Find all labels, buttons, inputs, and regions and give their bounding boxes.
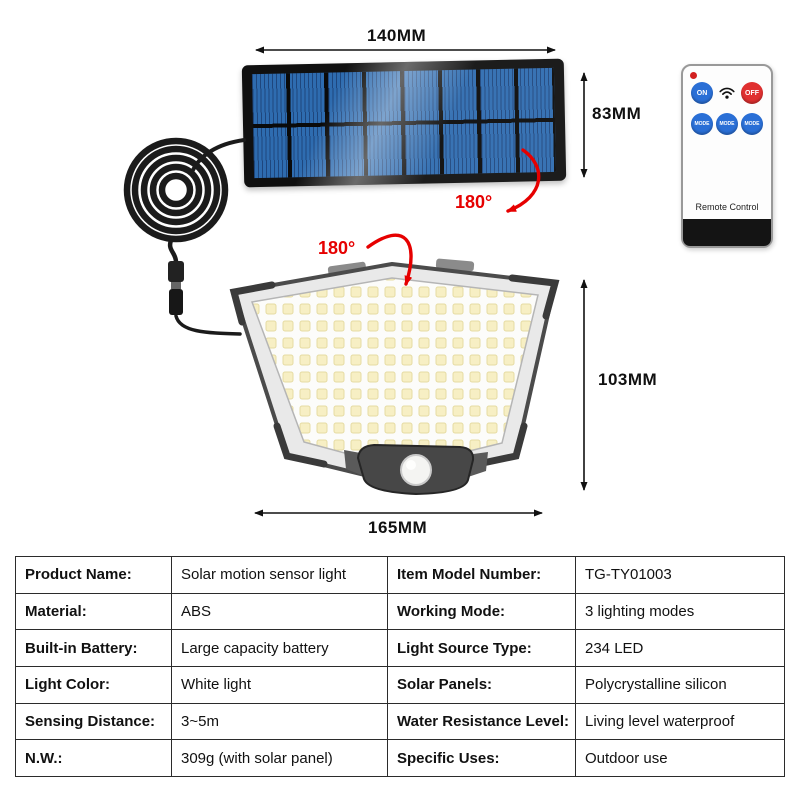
remote-mode-row: MODE MODE MODE xyxy=(683,104,771,135)
solar-cells xyxy=(251,67,557,179)
indicator-led-icon xyxy=(690,72,697,79)
spec-value: 3 lighting modes xyxy=(575,592,785,631)
remote-control: ON OFF MODE MODE MODE Remote Control xyxy=(681,64,773,248)
spec-value: 234 LED xyxy=(575,629,785,667)
mount-tab xyxy=(435,258,475,272)
spec-value: White light xyxy=(171,665,388,704)
spec-row: Sensing Distance: 3~5m Water Resistance … xyxy=(15,702,785,741)
spec-row: N.W.: 309g (with solar panel) Specific U… xyxy=(15,739,785,777)
spec-label: N.W.: xyxy=(15,739,172,777)
cable-connector xyxy=(168,261,184,315)
off-button: OFF xyxy=(741,82,763,104)
spec-value: ABS xyxy=(171,592,388,631)
spec-label: Working Mode: xyxy=(387,592,576,631)
spec-value: Living level waterproof xyxy=(575,702,785,741)
mode-button-1: MODE xyxy=(691,113,713,135)
spec-value: Outdoor use xyxy=(575,739,785,777)
spec-label: Specific Uses: xyxy=(387,739,576,777)
pir-sensor xyxy=(344,443,488,496)
mode-button-2: MODE xyxy=(716,113,738,135)
spec-value: TG-TY01003 xyxy=(575,556,785,594)
spec-value: 309g (with solar panel) xyxy=(171,739,388,777)
led-flood-light xyxy=(229,258,560,496)
spec-table: Product Name: Solar motion sensor light … xyxy=(15,556,785,777)
solar-panel xyxy=(241,58,567,188)
spec-value: Large capacity battery xyxy=(171,629,388,667)
spec-label: Material: xyxy=(15,592,172,631)
spec-row: Built-in Battery: Large capacity battery… xyxy=(15,629,785,667)
spec-label: Product Name: xyxy=(15,556,172,594)
spec-label: Light Color: xyxy=(15,665,172,704)
spec-value: Polycrystalline silicon xyxy=(575,665,785,704)
on-button: ON xyxy=(691,82,713,104)
remote-label: Remote Control xyxy=(695,202,759,212)
spec-label: Item Model Number: xyxy=(387,556,576,594)
rotation-light-label: 180° xyxy=(318,238,356,258)
spec-label: Light Source Type: xyxy=(387,629,576,667)
spec-value: 3~5m xyxy=(171,702,388,741)
spec-label: Built-in Battery: xyxy=(15,629,172,667)
dim-light-height-label: 103MM xyxy=(598,370,658,389)
spec-row: Material: ABS Working Mode: 3 lighting m… xyxy=(15,592,785,631)
dim-light-width-label: 165MM xyxy=(368,518,428,537)
remote-power-row: ON OFF xyxy=(683,66,771,104)
wifi-icon xyxy=(719,87,735,99)
remote-battery-cover xyxy=(683,219,771,246)
dim-panel-height-label: 83MM xyxy=(592,104,642,123)
sensor-dome xyxy=(400,454,432,486)
spec-value: Solar motion sensor light xyxy=(171,556,388,594)
spec-row: Light Color: White light Solar Panels: P… xyxy=(15,665,785,704)
spec-label: Sensing Distance: xyxy=(15,702,172,741)
dim-panel-width-label: 140MM xyxy=(367,26,427,45)
spec-label: Water Resistance Level: xyxy=(387,702,576,741)
spec-label: Solar Panels: xyxy=(387,665,576,704)
spec-row: Product Name: Solar motion sensor light … xyxy=(15,556,785,594)
mode-button-3: MODE xyxy=(741,113,763,135)
rotation-panel-label: 180° xyxy=(455,192,493,212)
corner-brackets xyxy=(229,274,560,468)
